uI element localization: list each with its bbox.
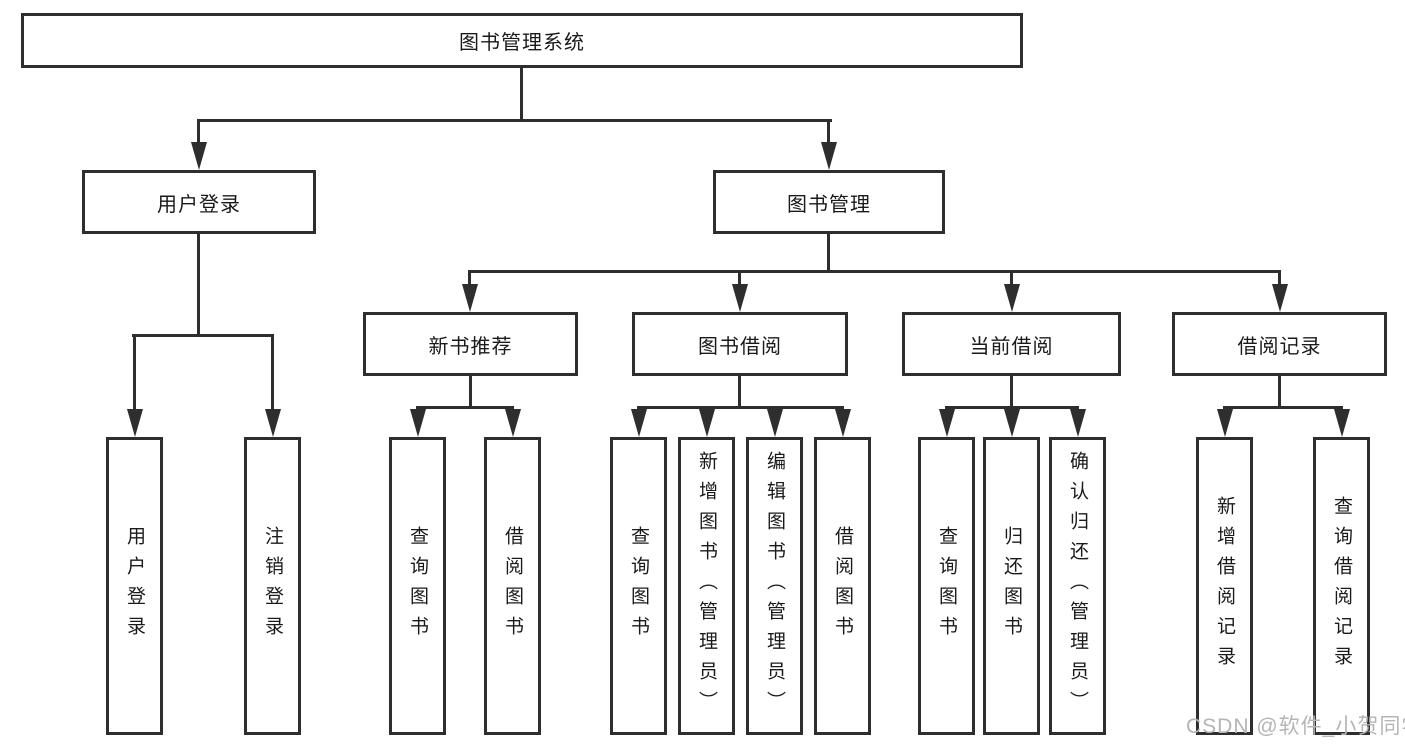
connector-new-book-bus <box>416 406 514 409</box>
connector-new-book-feed <box>469 376 472 409</box>
connector-arrow-leaf-query-books-current <box>945 406 948 411</box>
node-book-borrowing: 图书借阅 <box>632 312 848 376</box>
leaf-return-books: 归还图书 <box>983 437 1040 735</box>
connector-arrow-current-borrowing <box>1010 270 1013 286</box>
node-label: 借阅记录 <box>1237 335 1322 358</box>
node-label: 当前借阅 <box>969 335 1054 358</box>
leaf-label: 查询图书 <box>628 526 649 646</box>
leaf-label: 新增借阅记录 <box>1214 496 1235 676</box>
connector-arrow-borrowing-records <box>1278 270 1281 286</box>
leaf-label: 确认归还（管理员） <box>1067 451 1088 721</box>
leaf-label: 归还图书 <box>1001 526 1022 646</box>
connector-book-borrowing-feed <box>738 376 741 409</box>
connector-root-feed <box>520 68 523 121</box>
node-book-management: 图书管理 <box>713 170 945 234</box>
leaf-label: 借阅图书 <box>832 526 853 646</box>
leaf-borrow-books: 借阅图书 <box>814 437 871 735</box>
connector-user-login-feed <box>197 234 200 337</box>
watermark: CSDN @软件_小贺同学 <box>1186 715 1405 738</box>
node-label: 图书管理系统 <box>459 32 585 54</box>
leaf-query-borrow-record: 查询借阅记录 <box>1313 437 1370 735</box>
connector-arrow-leaf-query-books-borrow <box>637 406 640 411</box>
connector-borrowing-records-bus <box>1223 406 1343 409</box>
leaf-logout-login: 注销登录 <box>244 437 301 735</box>
node-label: 图书借阅 <box>698 335 782 358</box>
node-borrowing-records: 借阅记录 <box>1172 312 1387 376</box>
node-user-login: 用户登录 <box>82 170 316 234</box>
leaf-label: 用户登录 <box>124 526 145 646</box>
connector-root-bus <box>197 119 832 122</box>
leaf-query-books-borrow: 查询图书 <box>610 437 667 735</box>
connector-arrow-leaf-edit-books-admin <box>773 406 776 411</box>
connector-arrow-book-borrowing <box>738 270 741 286</box>
connector-arrow-leaf-return-books <box>1010 406 1013 411</box>
leaf-label: 新增图书（管理员） <box>696 451 717 721</box>
connector-arrow-leaf-query-books-recommend <box>416 406 419 411</box>
node-label: 图书管理 <box>787 193 871 216</box>
node-new-book-recommendation: 新书推荐 <box>363 312 578 376</box>
leaf-query-books-recommend: 查询图书 <box>389 437 446 735</box>
leaf-label: 查询借阅记录 <box>1331 496 1352 676</box>
leaf-label: 注销登录 <box>262 526 283 646</box>
node-library-management-system: 图书管理系统 <box>21 13 1023 68</box>
leaf-query-books-current: 查询图书 <box>918 437 975 735</box>
connector-book-management-feed <box>827 234 830 273</box>
leaf-add-books-admin: 新增图书（管理员） <box>678 437 735 735</box>
leaf-edit-books-admin: 编辑图书（管理员） <box>746 437 803 735</box>
connector-borrowing-records-feed <box>1278 376 1281 409</box>
connector-arrow-leaf-borrow-books-recommend <box>511 406 514 411</box>
leaf-label: 编辑图书（管理员） <box>764 451 785 721</box>
leaf-label: 借阅图书 <box>502 526 523 646</box>
leaf-borrow-books-recommend: 借阅图书 <box>484 437 541 735</box>
leaf-confirm-return-admin: 确认归还（管理员） <box>1049 437 1106 735</box>
connector-arrow-book-management <box>827 119 830 144</box>
connector-book-management-bus <box>468 270 1281 273</box>
leaf-label: 查询图书 <box>407 526 428 646</box>
connector-arrow-new-book-recommendation <box>468 270 471 286</box>
connector-book-borrowing-bus <box>637 406 844 409</box>
leaf-add-borrow-record: 新增借阅记录 <box>1196 437 1253 735</box>
connector-arrow-leaf-logout-login <box>271 334 274 411</box>
node-current-borrowing: 当前借阅 <box>902 312 1121 376</box>
connector-user-login-bus <box>132 334 274 337</box>
connector-current-borrowing-feed <box>1010 376 1013 409</box>
connector-arrow-leaf-user-login <box>133 334 136 411</box>
connector-arrow-leaf-borrow-books <box>841 406 844 411</box>
connector-arrow-leaf-add-books-admin <box>705 406 708 411</box>
node-label: 用户登录 <box>157 193 241 216</box>
node-label: 新书推荐 <box>428 335 513 358</box>
leaf-label: 查询图书 <box>936 526 957 646</box>
connector-arrow-leaf-query-borrow-record <box>1340 406 1343 411</box>
connector-arrow-user-login <box>197 119 200 144</box>
leaf-user-login: 用户登录 <box>106 437 163 735</box>
connector-arrow-leaf-add-borrow-record <box>1223 406 1226 411</box>
connector-arrow-leaf-confirm-return-admin <box>1076 406 1079 411</box>
